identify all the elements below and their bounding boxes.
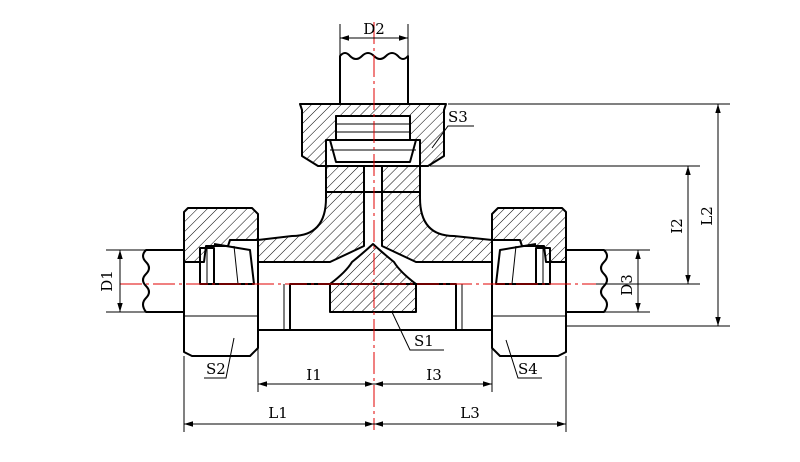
label-s3: S3 [448, 108, 468, 126]
callout-s4: S4 [505, 339, 542, 379]
tee-body [257, 165, 493, 331]
right-tube [566, 249, 608, 313]
label-s1: S1 [414, 332, 434, 350]
left-nut [183, 207, 259, 357]
label-d1: D1 [98, 270, 116, 292]
label-s4: S4 [518, 360, 538, 378]
label-d2: D2 [363, 20, 385, 38]
label-s2: S2 [206, 360, 226, 378]
dimension-i1-i3: I1 I3 [257, 330, 493, 392]
dimension-i2: I2 [430, 165, 700, 285]
top-nut [299, 103, 447, 167]
dimension-l1-l3: L1 L3 [183, 356, 567, 432]
callout-s2: S2 [204, 337, 235, 379]
dimension-d1: D1 [98, 249, 150, 313]
callout-s1: S1 [391, 311, 444, 351]
dimension-l2: L2 [448, 103, 730, 327]
label-l2: L2 [698, 206, 716, 226]
label-i2: I2 [668, 218, 686, 233]
right-nut [491, 207, 567, 357]
label-l1: L1 [268, 404, 288, 422]
dimension-d2: D2 [339, 20, 409, 58]
dimension-d3: D3 [600, 249, 650, 313]
left-tube [142, 249, 184, 313]
label-l3: L3 [460, 404, 480, 422]
label-i1: I1 [306, 366, 321, 384]
label-d3: D3 [618, 274, 636, 296]
label-i3: I3 [426, 366, 441, 384]
callout-s3: S3 [431, 108, 474, 149]
